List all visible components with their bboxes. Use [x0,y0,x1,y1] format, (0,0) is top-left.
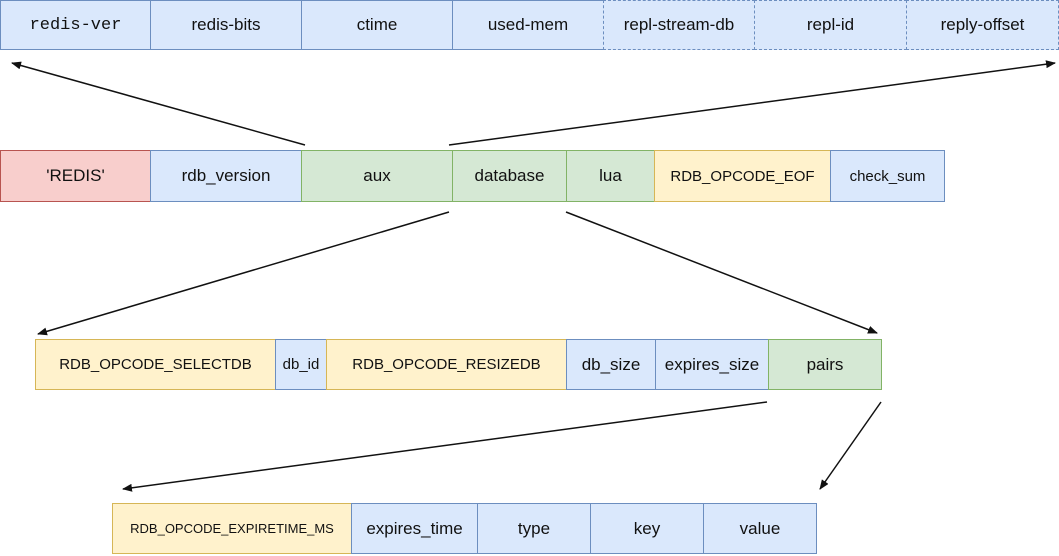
database-to-right-arrow [565,211,878,334]
key-cell: key [590,503,704,554]
expires-size-cell: expires_size [655,339,769,390]
resizedb-cell: RDB_OPCODE_RESIZEDB [326,339,567,390]
type-cell: type [477,503,591,554]
rdb-file-row: 'REDIS' rdb_version aux database lua RDB… [0,150,945,202]
ctime-cell: ctime [301,0,453,50]
aux-to-left-arrow [11,61,306,146]
db-size-cell: db_size [566,339,656,390]
pairs-to-left-arrow [122,401,768,492]
eof-cell: RDB_OPCODE_EOF [654,150,831,202]
reply-offset-cell: reply-offset [906,0,1059,50]
selectdb-cell: RDB_OPCODE_SELECTDB [35,339,276,390]
pairs-to-right-arrow [819,401,882,490]
aux-fields-row: redis-ver redis-bits ctime used-mem repl… [0,0,1059,50]
database-to-left-arrow [37,211,450,336]
redis-magic-cell: 'REDIS' [0,150,151,202]
pair-row: RDB_OPCODE_EXPIRETIME_MS expires_time ty… [112,503,817,554]
repl-id-cell: repl-id [754,0,907,50]
aux-to-right-arrow [448,60,1056,146]
redis-bits-cell: redis-bits [150,0,302,50]
lua-cell: lua [566,150,655,202]
db-id-cell: db_id [275,339,327,390]
used-mem-cell: used-mem [452,0,604,50]
expiretime-cell: RDB_OPCODE_EXPIRETIME_MS [112,503,352,554]
value-cell: value [703,503,817,554]
database-cell: database [452,150,567,202]
database-row: RDB_OPCODE_SELECTDB db_id RDB_OPCODE_RES… [35,339,882,390]
expires-time-cell: expires_time [351,503,478,554]
pairs-cell: pairs [768,339,882,390]
aux-cell: aux [301,150,453,202]
repl-stream-db-cell: repl-stream-db [603,0,755,50]
rdb-version-cell: rdb_version [150,150,302,202]
check-sum-cell: check_sum [830,150,945,202]
redis-ver-cell: redis-ver [0,0,151,50]
